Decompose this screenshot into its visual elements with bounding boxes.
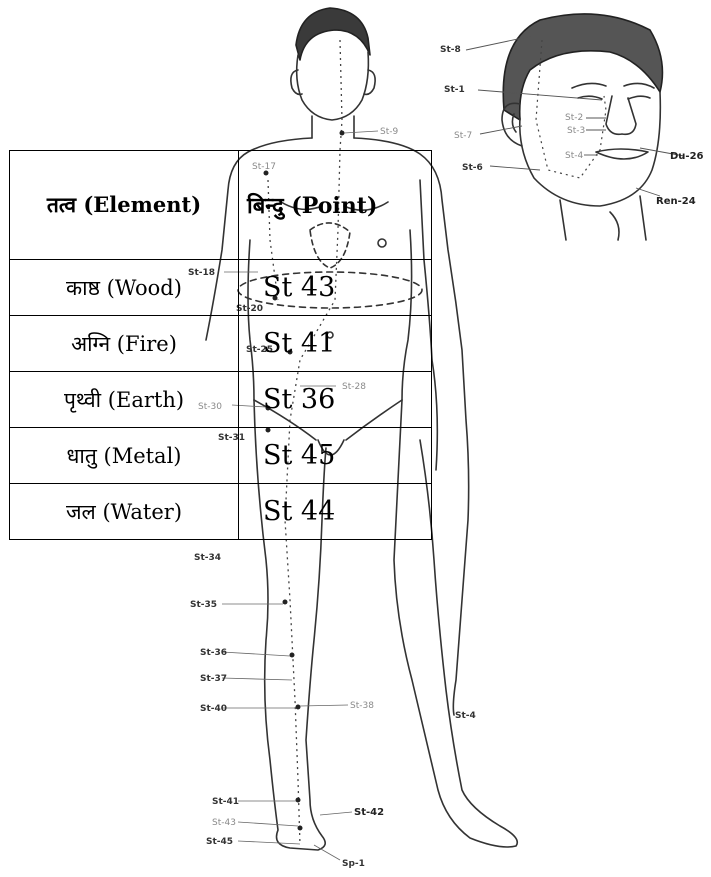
element-cell: धातु (Metal) [10,428,239,484]
label-st36: St-36 [200,648,227,658]
element-cell: अग्नि (Fire) [10,316,239,372]
label-st4x: St-4 [455,711,476,721]
label-st37: St-37 [200,674,227,684]
label-st41: St-41 [212,797,239,807]
label-st1: St-1 [444,85,465,95]
point-cell: St 44 [239,484,432,540]
element-cell: जल (Water) [10,484,239,540]
label-st4: St-4 [565,151,583,161]
table-row: जल (Water) St 44 [10,484,432,540]
label-st6: St-6 [462,163,483,173]
label-st38: St-38 [350,701,374,711]
label-st9: St-9 [380,127,398,137]
table-row: पृथ्वी (Earth) St 36 [10,372,432,428]
table-row: धातु (Metal) St 45 [10,428,432,484]
table-row: अग्नि (Fire) St 41 [10,316,432,372]
label-st45: St-45 [206,837,233,847]
label-st8: St-8 [440,45,461,55]
element-point-table: तत्व (Element) बिन्दु (Point) काष्ठ (Woo… [9,150,432,540]
element-cell: पृथ्वी (Earth) [10,372,239,428]
label-st42: St-42 [354,807,384,818]
table-row: काष्ठ (Wood) St 43 [10,260,432,316]
point-cell: St 43 [239,260,432,316]
face-labels: St-8 St-1 St-7 St-6 St-2 St-3 St-4 Du-26… [440,45,704,207]
header-point: बिन्दु (Point) [239,151,432,260]
label-sp1: Sp-1 [342,859,365,869]
label-st3: St-3 [567,126,585,136]
label-st7: St-7 [454,131,472,141]
label-st43: St-43 [212,818,236,828]
label-st35: St-35 [190,600,217,610]
label-st34: St-34 [194,553,221,563]
label-du26: Du-26 [670,151,704,162]
table-header-row: तत्व (Element) बिन्दु (Point) [10,151,432,260]
point-cell: St 45 [239,428,432,484]
point-cell: St 41 [239,316,432,372]
label-ren24: Ren-24 [656,196,696,207]
element-cell: काष्ठ (Wood) [10,260,239,316]
label-st2: St-2 [565,113,583,123]
header-element: तत्व (Element) [10,151,239,260]
point-cell: St 36 [239,372,432,428]
label-st40: St-40 [200,704,227,714]
